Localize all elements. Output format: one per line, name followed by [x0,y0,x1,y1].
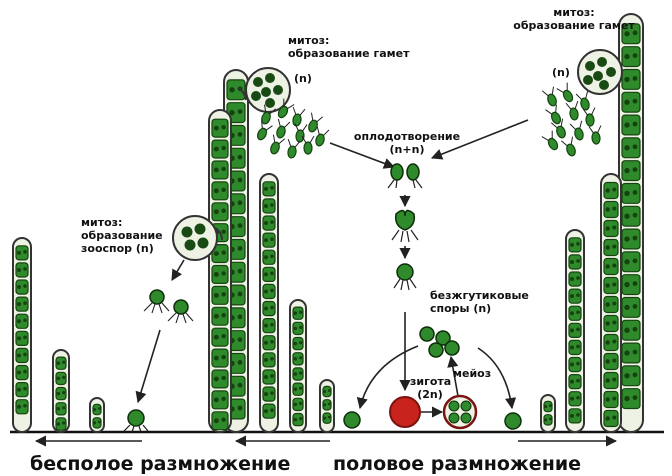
label-haploid-right: (n) [552,66,570,79]
gamete-g16 [566,101,581,121]
gametangium-right [578,50,622,94]
gamete-g15 [545,105,563,126]
label-sexual-reproduction: половое размножение [333,453,581,475]
aflagellate-spores [420,327,459,357]
gamete-g5 [274,119,290,139]
gamete-g13 [557,83,576,105]
filament-short-2 [53,350,69,432]
gamete-g12 [542,87,559,108]
fusing-gametes [388,164,422,188]
filament-mid-left [260,174,278,432]
gamete-g14 [576,91,592,111]
filament-tall-left-2 [209,110,231,432]
filament-small-left [290,300,306,432]
label-asexual-reproduction: бесполое размножение [30,453,290,475]
filament-short-1 [13,238,31,432]
zygote-settling [394,264,416,290]
germling-asexual [124,410,148,432]
arrow-zoospores-to-germling [138,330,160,402]
arrow-zoosporangium-to-zoospores [172,260,184,280]
planozygote [392,210,418,242]
filament-tiny-right [541,395,555,432]
gamete-g10 [302,136,314,154]
gamete-g22 [561,137,578,158]
zoospores [144,290,193,323]
gamete-g20 [589,126,603,145]
label-mitosis-gametes-left: митоз: образование гамет [288,34,409,60]
label-mitosis-zoospores: митоз: образование зооспор (n) [81,216,163,255]
label-haploid-left: (n) [294,72,312,85]
label-mitosis-gametes-right: митоз: образование гамет [512,6,636,32]
filament-tiny-left [320,380,334,432]
label-meiosis: мейоз [453,367,491,380]
gamete-g7 [305,113,322,134]
label-zygote: зигота (2n) [410,375,450,401]
gamete-g9 [285,139,300,159]
filament-short-3 [90,398,104,432]
gamete-g3 [290,107,305,127]
filament-mid-right [601,174,621,432]
label-fertilization: оплодотворение (n+n) [352,130,462,156]
germling-left [344,412,360,428]
filament-tall-right [619,14,643,432]
zygote-cell [390,397,420,427]
germling-right [505,413,521,429]
label-aflagellate-spores: безжгутиковые споры (n) [430,289,529,315]
filament-mid-right-2 [566,230,584,432]
